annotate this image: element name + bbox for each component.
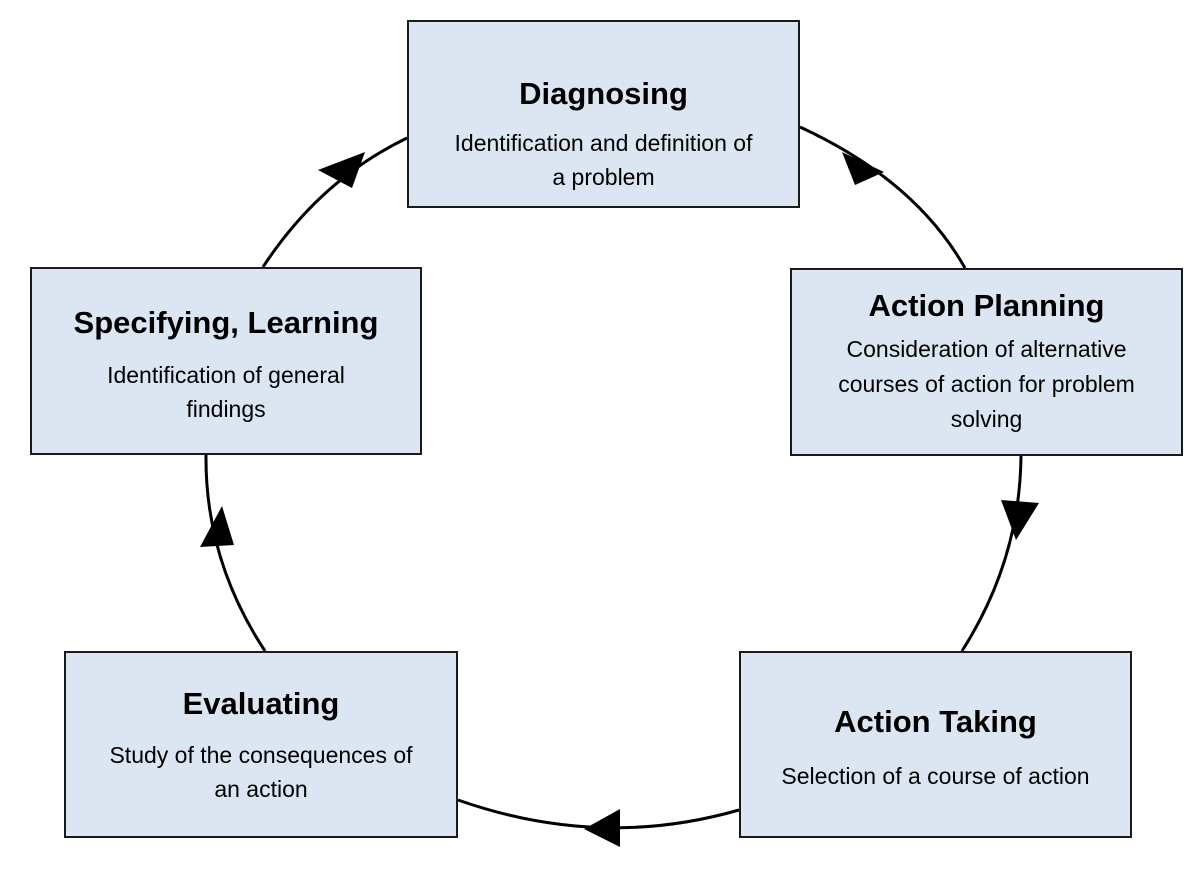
arc-specifying-to-diagnosing: [261, 136, 408, 268]
step-title-action-taking: Action Taking: [834, 704, 1037, 739]
arrowhead-bottom-left: [584, 809, 620, 847]
step-description-specifying-learning: Identification of general findings: [32, 358, 420, 426]
step-box-diagnosing: Diagnosing Identification and definition…: [407, 20, 800, 208]
arrowhead-right-top: [842, 152, 884, 185]
step-title-action-planning: Action Planning: [868, 288, 1105, 323]
step-box-action-taking: Action Taking Selection of a course of a…: [739, 651, 1132, 838]
arc-diagnosing-to-action-planning: [799, 125, 967, 269]
step-box-evaluating: Evaluating Study of the consequences of …: [64, 651, 458, 838]
description-line: Consideration of alternative: [846, 336, 1127, 362]
description-line: Identification and definition of: [454, 130, 753, 156]
step-title-evaluating: Evaluating: [182, 686, 340, 721]
step-description-diagnosing: Identification and definition of a probl…: [409, 126, 798, 194]
description-line: an action: [214, 776, 308, 802]
step-title-specifying-learning: Specifying, Learning: [73, 305, 379, 340]
arc-action-planning-to-action-taking: [960, 455, 1023, 652]
step-description-evaluating: Study of the consequences of an action: [66, 738, 456, 806]
description-line: Study of the consequences of: [109, 742, 413, 768]
description-line: courses of action for problem: [838, 371, 1135, 397]
step-title-diagnosing: Diagnosing: [519, 76, 688, 111]
description-line: solving: [950, 406, 1023, 432]
description-line: findings: [186, 396, 266, 422]
step-box-specifying-learning: Specifying, Learning Identification of g…: [30, 267, 422, 455]
arrowhead-right-down: [1001, 500, 1039, 540]
step-description-action-planning: Consideration of alternative courses of …: [792, 332, 1181, 437]
description-line: a problem: [552, 164, 655, 190]
arrowhead-left-top: [318, 152, 365, 188]
description-line: Selection of a course of action: [781, 763, 1090, 789]
step-box-action-planning: Action Planning Consideration of alterna…: [790, 268, 1183, 456]
description-line: Identification of general: [107, 362, 345, 388]
arrowhead-left-up: [200, 506, 234, 547]
arc-evaluating-to-specifying: [204, 454, 267, 652]
step-description-action-taking: Selection of a course of action: [741, 759, 1130, 793]
